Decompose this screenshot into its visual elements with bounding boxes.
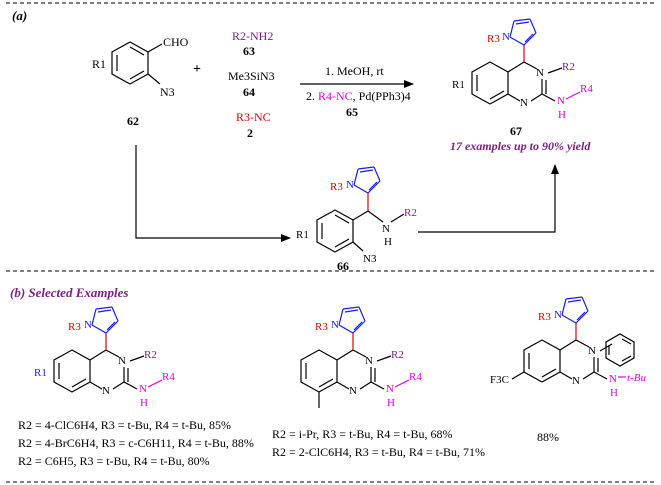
intermediate-66-number: 66: [337, 259, 349, 273]
example-1-line-3: R2 = C6H5, R3 = t-Bu, R4 = t-Bu, 80%: [18, 454, 210, 468]
azide-number: 64: [243, 85, 255, 99]
isocyanide-number: 2: [247, 126, 253, 140]
example-2-tetrazole-n1: N: [331, 319, 339, 331]
example-1-r4: R4: [162, 371, 175, 383]
product-67-n3: N: [536, 67, 544, 79]
product-67-r3: R3: [487, 33, 500, 45]
example-1-nh: N: [139, 383, 147, 395]
example-1-r1: R1: [34, 367, 47, 379]
compound-62-structure: [111, 41, 163, 85]
product-67-n1: N: [520, 97, 528, 109]
example-1-n1: N: [102, 385, 110, 397]
example-1-line-2: R2 = 4-BrC6H4, R3 = c-C6H11, R4 = t-Bu, …: [18, 436, 254, 450]
condition-step2: 2. R4-NC, Pd(PPh3)4: [306, 89, 411, 103]
example-3-n1: N: [572, 375, 580, 387]
intermediate-66-n: N: [382, 223, 390, 235]
example-1-structure: [53, 349, 145, 393]
example-1-line-1: R2 = 4-ClC6H4, R3 = t-Bu, R4 = t-Bu, 85%: [18, 418, 231, 432]
example-2-nr4-bond: [394, 379, 410, 388]
example-2-line-1: R2 = i-Pr, R3 = t-Bu, R4 = t-Bu, 68%: [272, 427, 453, 441]
intermediate-66-r2: R2: [404, 207, 417, 219]
example-1-h: H: [140, 397, 148, 409]
reagent-65-number: 65: [346, 105, 358, 119]
compound-62-number: 62: [127, 114, 139, 128]
arrow-to-product: [418, 164, 559, 233]
example-3-n3: N: [588, 345, 596, 357]
intermediate-66-structure: [316, 209, 405, 253]
product-yield-note: 17 examples up to 90% yield: [450, 139, 591, 153]
example-3-r3: R3: [538, 311, 551, 323]
example-3-yield: 88%: [537, 430, 559, 444]
example-2-line-2: R2 = 2-ClC6H4, R3 = t-Bu, R4 = t-Bu, 71%: [272, 445, 485, 459]
product-67-r2: R2: [562, 61, 575, 73]
example-3-nh: N: [609, 373, 617, 385]
example-1-tetrazole-n1: N: [84, 319, 92, 331]
plus-sign: +: [193, 62, 201, 77]
product-67-structure: [471, 61, 563, 105]
intermediate-66-n3: N3: [363, 253, 377, 265]
intermediate-66-r1: R1: [296, 229, 309, 241]
example-2-structure: [300, 349, 392, 408]
amine-number: 63: [243, 44, 255, 58]
isocyanide-label: R3-NC: [236, 110, 271, 124]
intermediate-66-tetrazole-n1: N: [346, 179, 354, 191]
product-67-nr4-bond: [565, 91, 581, 100]
intermediate-66-h: H: [384, 236, 392, 248]
example-3-f3c: F3C: [490, 374, 509, 386]
product-67-nh: N: [557, 95, 565, 107]
panel-a-label: (a): [12, 8, 27, 23]
product-67-r1: R1: [452, 79, 465, 91]
example-2-r2: R2: [391, 349, 404, 361]
example-2-nh: N: [386, 383, 394, 395]
example-3-h: H: [610, 387, 618, 399]
compound-62-r1: R1: [92, 57, 106, 71]
example-1-r2: R2: [144, 349, 157, 361]
panel-b-label: (b) Selected Examples: [10, 285, 128, 300]
product-67-number: 67: [510, 124, 522, 138]
example-3-tbu: t-Bu: [627, 372, 646, 384]
example-2-n1: N: [349, 385, 357, 397]
example-2-n3: N: [365, 355, 373, 367]
example-3-structure: [511, 333, 635, 383]
example-1-n3: N: [118, 355, 126, 367]
compound-62-cho: CHO: [163, 35, 189, 49]
example-1-r3: R3: [68, 321, 81, 333]
example-2-h: H: [387, 397, 395, 409]
arrow-to-intermediate: [135, 145, 291, 242]
azide-label: Me3SiN3: [228, 69, 275, 83]
example-1-nr4-bond: [147, 379, 163, 388]
compound-62-n3: N3: [160, 85, 175, 99]
example-3-tetrazole-n1: N: [554, 309, 562, 321]
condition-step1: 1. MeOH, rt: [325, 64, 384, 78]
product-67-r4: R4: [580, 83, 593, 95]
product-67-h: H: [558, 109, 566, 121]
amine-label: R2-NH2: [232, 29, 273, 43]
intermediate-66-r3: R3: [330, 181, 343, 193]
product-67-tetrazole-n1: N: [502, 31, 510, 43]
example-2-r3: R3: [315, 321, 328, 333]
example-2-r4: R4: [409, 371, 422, 383]
